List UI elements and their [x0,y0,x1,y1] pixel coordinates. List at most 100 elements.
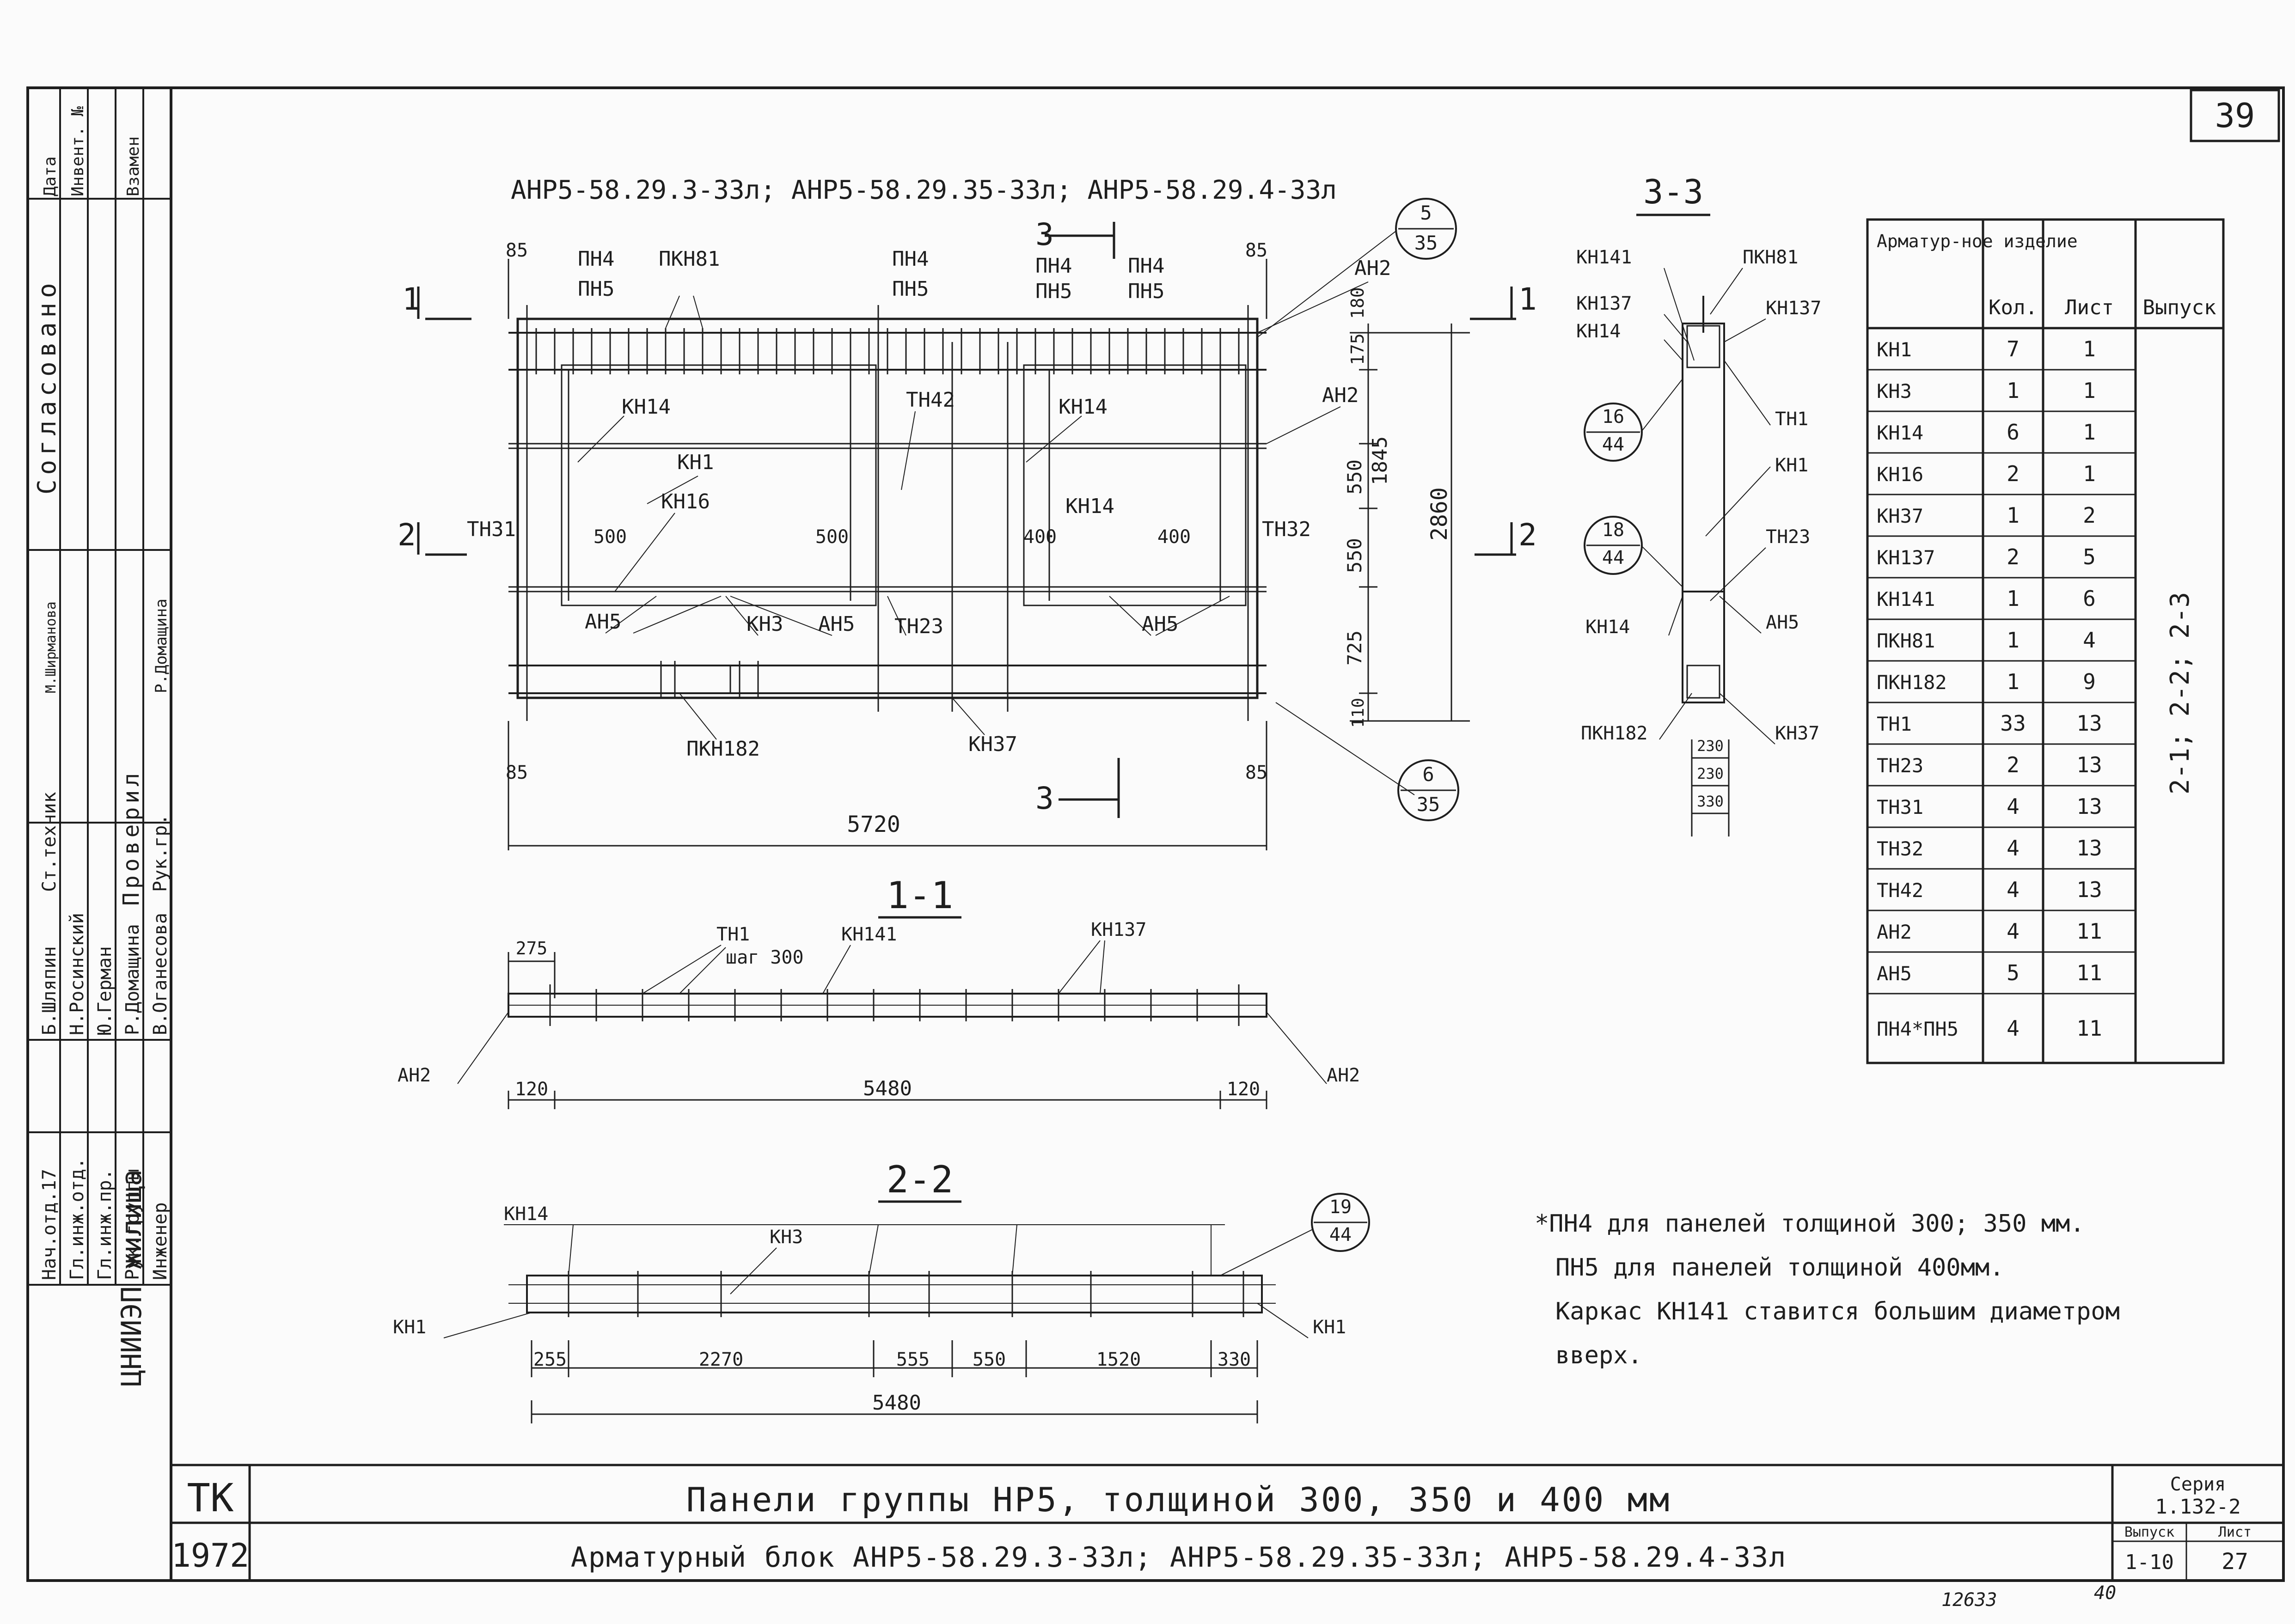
table-cell-qty: 33 [2000,711,2026,736]
table-header-item: Арматур-ное изделие [1877,231,2078,251]
table-cell-sheet: 13 [2076,877,2102,902]
callout-18-44: 18 44 [1584,516,1683,587]
plan-label: АН2 [1322,384,1359,407]
table-cell-qty: 4 [2007,836,2020,861]
table-cell-qty: 7 [2007,336,2020,361]
sheet-number-box: 39 [2190,89,2280,142]
vypusk-value: 1-10 [2125,1551,2174,1574]
plan-label: ПН4 [1128,254,1164,278]
table-cell-qty: 2 [2007,752,2020,777]
seria-label: Серия [2170,1474,2226,1495]
list-value: 27 [2222,1549,2248,1575]
table-cell-sheet: 6 [2083,586,2096,611]
plan-view: 85 85 85 85 5720 180 175 550 550 725 110… [398,198,1537,850]
svg-text:18: 18 [1602,519,1624,541]
vypusk-label: Выпуск [2124,1524,2174,1540]
plan-label: ПН5 [578,277,614,301]
svg-text:44: 44 [1602,434,1624,455]
s33-label: КН14 [1585,617,1630,638]
side-col: Дата [41,156,60,196]
table-cell-qty: 4 [2007,1016,2020,1041]
section-mark-1: 1 [402,281,421,317]
side-role: Инженер [150,1202,171,1280]
table-cell-qty: 2 [2007,544,2020,569]
table-cell-item: КН16 [1877,463,1923,486]
table-cell-qty: 1 [2007,586,2020,611]
plan-label: КН14 [622,395,671,419]
side-ruk-name: Р.Домащина [152,598,171,693]
table-cell-sheet: 13 [2076,752,2102,777]
sheet-number: 39 [2215,96,2255,135]
plan-label: АН5 [585,610,621,634]
s22-label: КН3 [770,1227,803,1248]
page-number-note: 40 [2094,1582,2116,1604]
section-33-title: 3-3 [1643,172,1703,211]
title-tk: ТК [187,1475,234,1520]
s11-label: АН2 [398,1065,431,1086]
section-mark-2: 2 [398,517,416,553]
table-cell-item: КН1 [1877,338,1912,361]
table-cell-sheet: 13 [2076,794,2102,819]
note-line-1: *ПН4 для панелей толщиной 300; 350 мм. [1535,1210,2085,1238]
plan-label: ПН4 [578,247,614,271]
side-name: В.Оганесова [150,913,171,1035]
s11-label: шаг 300 [726,947,804,968]
table-cell-qty: 1 [2007,628,2020,653]
svg-text:5: 5 [1420,201,1432,224]
s33-label: ТН23 [1766,526,1810,548]
s33-label: КН137 [1766,298,1821,319]
table-cell-item: КН14 [1877,421,1923,444]
plan-label: ТН31 [467,518,516,541]
callout-6-35: 6 35 [1397,759,1459,821]
section-mark-1-right: 1 [1518,281,1537,317]
s22-dim: 2270 [699,1349,743,1370]
plan-label: ПН5 [1128,280,1164,303]
side-name: Б.Шляпин [39,946,60,1035]
s11-label: АН2 [1327,1065,1360,1086]
table-header-qty: Кол. [1989,296,2038,319]
s22-dim: 550 [973,1349,1006,1370]
table-cell-sheet: 11 [2076,919,2102,944]
title-line-1: Панели группы НР5, толщиной 300, 350 и 4… [686,1480,1671,1519]
side-name: Н.Росинский [67,913,88,1035]
section-mark-3-bottom: 3 [1035,781,1054,816]
plan-label: КН14 [1059,395,1108,419]
callout-16-44: 16 44 [1584,379,1683,462]
table-cell-sheet: 9 [2083,669,2096,694]
dim-edge-left-bottom: 85 [506,762,528,783]
dim-2860: 2860 [1426,487,1452,541]
s22-label: КН14 [504,1203,548,1225]
note-line-3: Каркас КН141 ставится большим диаметром [1555,1298,2120,1325]
table-cell-item: ТН32 [1877,837,1923,860]
svg-text:44: 44 [1329,1224,1352,1245]
title-year: 1972 [171,1537,250,1575]
plan-label: АН2 [1354,256,1391,280]
plan-label: ТН32 [1262,518,1311,541]
plan-label: ТН23 [894,615,943,638]
notes: *ПН4 для панелей толщиной 300; 350 мм. П… [1535,1210,2120,1369]
side-org: ЦНИИЭП жилища [116,1169,148,1386]
list-label: Лист [2218,1524,2252,1540]
section-mark-2-right: 2 [1518,517,1537,553]
table-cell-sheet: 11 [2076,1016,2102,1041]
table-cell-item: КН137 [1877,546,1935,569]
title-line-2: Арматурный блок АНР5-58.29.3-33л; АНР5-5… [571,1541,1787,1574]
dim-1845: 1845 [1368,436,1392,485]
table-cell-qty: 4 [2007,794,2020,819]
table-cell-item: ПКН81 [1877,629,1935,652]
s11-dim: 5480 [863,1077,912,1100]
dim-500-b: 500 [815,526,849,548]
callout-5-35: 5 35 [1257,198,1457,338]
table-cell-item: ТН42 [1877,879,1923,902]
s33-label: КН137 [1576,293,1632,314]
s33-label: КН37 [1775,723,1819,744]
plan-label: ПН4 [1035,254,1072,278]
s33-label: ПКН81 [1743,247,1798,268]
svg-text:44: 44 [1602,547,1624,568]
svg-text:19: 19 [1329,1197,1352,1218]
side-name: Р.Домащина [122,924,143,1035]
side-role: Рук.группы [122,1169,143,1280]
dim-550-a: 550 [1343,459,1366,495]
section-2-2: 2-2 255 2270 555 550 1520 330 5480 КН14 … [393,1158,1370,1423]
